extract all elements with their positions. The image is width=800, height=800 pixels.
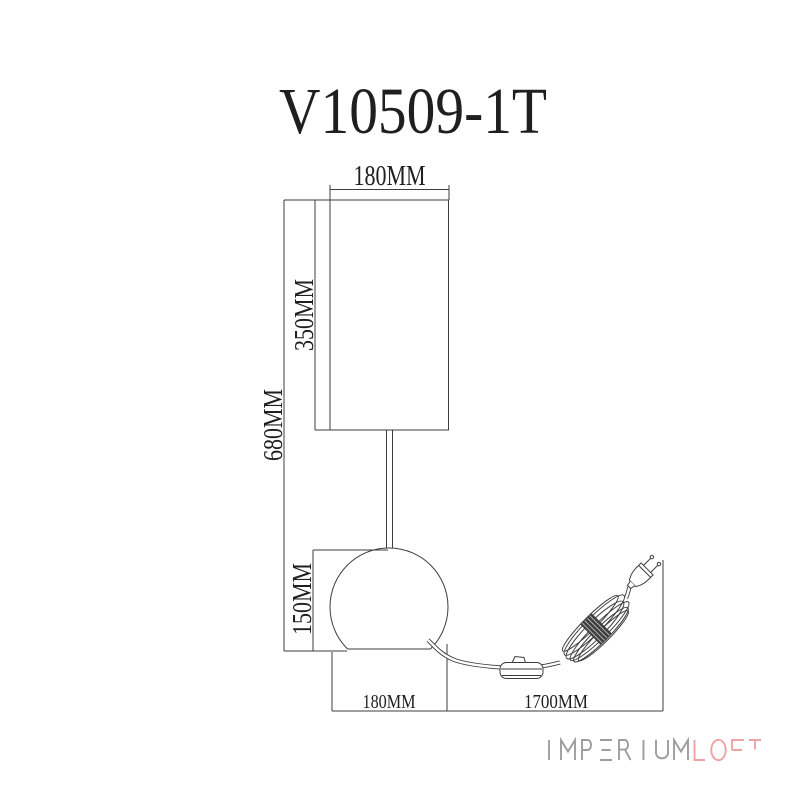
brand-logo bbox=[548, 737, 761, 762]
logo-letter-t bbox=[749, 739, 761, 750]
plug-pin bbox=[643, 557, 652, 566]
logo-letter-m bbox=[560, 737, 576, 760]
coiled-cord-bundle bbox=[561, 594, 630, 663]
plug-pin-tip bbox=[656, 561, 662, 567]
dim-label-cord-length: 1700MM bbox=[524, 691, 588, 713]
logo-letter-r bbox=[618, 739, 632, 761]
logo-imperium bbox=[548, 737, 689, 761]
dim-label-base-width: 180MM bbox=[363, 691, 416, 713]
sphere-base bbox=[329, 547, 449, 650]
logo-letter-l bbox=[693, 740, 705, 761]
lamp-stem bbox=[386, 430, 393, 551]
logo-letter-p bbox=[581, 739, 592, 760]
lampshade bbox=[329, 199, 449, 431]
logo-letter-u bbox=[655, 740, 669, 760]
inline-switch bbox=[499, 655, 544, 679]
coil-wrap-band bbox=[580, 613, 612, 645]
switch-lever bbox=[511, 655, 526, 664]
dim-label-shade-height: 350MM bbox=[289, 279, 319, 351]
eu-power-plug bbox=[626, 554, 662, 590]
logo-letter-m2 bbox=[673, 737, 689, 760]
product-code-title: V10509-1T bbox=[279, 75, 547, 148]
lamp-drawing bbox=[329, 199, 662, 679]
logo-letter-o bbox=[710, 738, 727, 762]
logo-loft bbox=[693, 738, 761, 762]
plug-pin-tip bbox=[649, 554, 655, 560]
logo-letter-e bbox=[600, 739, 612, 761]
plug-neck bbox=[626, 580, 636, 590]
plug-body bbox=[628, 562, 654, 588]
dim-label-base-height: 150MM bbox=[287, 563, 317, 635]
dimension-labels: V10509-1T 180MM 350MM 680MM 150MM 180MM … bbox=[258, 75, 588, 713]
plug-pin bbox=[650, 564, 659, 573]
logo-letter-f bbox=[731, 739, 744, 751]
dim-label-shade-width: 180MM bbox=[354, 161, 426, 192]
dim-label-total-height: 680MM bbox=[258, 389, 288, 461]
